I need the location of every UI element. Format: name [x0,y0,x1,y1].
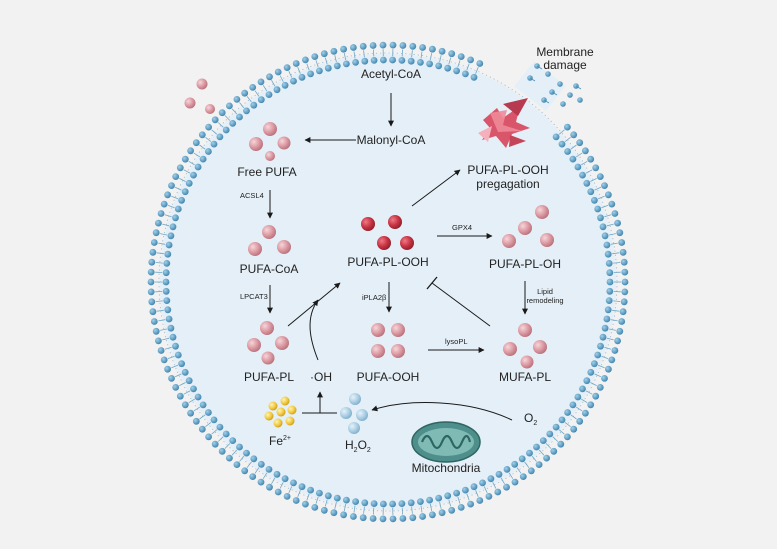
mufa-pl-label: MUFA-PL [499,370,551,384]
pufa-ooh-molecules [371,323,405,358]
lipid-remodeling-label-1: Lipid [537,287,553,296]
lysopl-label: lysoPL [445,337,468,346]
mitochondria-icon [411,421,481,463]
oh-radical-label: ·OH [310,370,332,384]
h2o2-label: H2O2 [345,438,371,454]
pufa-pl-oh-molecules [502,205,554,248]
ipla2b-label: iPLA2β [362,293,387,302]
leaking-lipid-molecules [527,63,583,107]
malonyl-coa-label: Malonyl-CoA [357,133,426,147]
propagation-label-1: PUFA-PL-OOH [467,163,548,177]
cell-cytoplasm [160,54,616,510]
lipid-remodeling-label-2: remodeling [526,296,563,305]
arrow-oh-radical [309,299,319,361]
mitochondria-label: Mitochondria [412,461,481,475]
pufa-pl-molecules [247,321,289,365]
h2o2-molecules [340,393,368,434]
inhibition-mufa-pl-to-pufa-pl-ooh [431,282,491,327]
free-pufa-molecules [249,122,291,161]
membrane-damage: Membrane damage [514,45,594,111]
pufa-ooh-label: PUFA-OOH [357,370,420,384]
pufa-pl-oh-label: PUFA-PL-OH [489,257,561,271]
pufa-pl-ooh-molecules [361,215,414,250]
fe2-label: Fe2+ [269,434,291,448]
mufa-pl-molecules [503,323,547,369]
o2-label: O2 [524,411,537,427]
iron-molecules [264,396,297,428]
pufa-coa-label: PUFA-CoA [240,262,299,276]
membrane-damage-label-2: damage [543,58,587,72]
pufa-pl-label: PUFA-PL [244,370,294,384]
membrane-damage-label-1: Membrane [536,45,594,59]
pufa-pl-ooh-label: PUFA-PL-OOH [347,255,428,269]
free-pufa-label: Free PUFA [237,165,296,179]
cell [147,41,629,523]
pufa-coa-molecules [248,225,291,256]
membrane-bilayer [147,41,629,523]
gpx4-label: GPX4 [452,223,472,232]
acsl4-label: ACSL4 [240,191,264,200]
lipid-peroxidation-debris [478,98,530,148]
escaping-lipids [184,78,215,114]
propagation-label-2: pregagation [476,177,539,191]
inhibition-bar [426,276,438,290]
lpcat3-label: LPCAT3 [240,292,268,301]
arrow-pufa-pl-ooh-to-propagation [411,169,461,207]
acetyl-coa-label: Acetyl-CoA [361,67,421,81]
arrow-o2-to-h2o2 [371,402,513,421]
